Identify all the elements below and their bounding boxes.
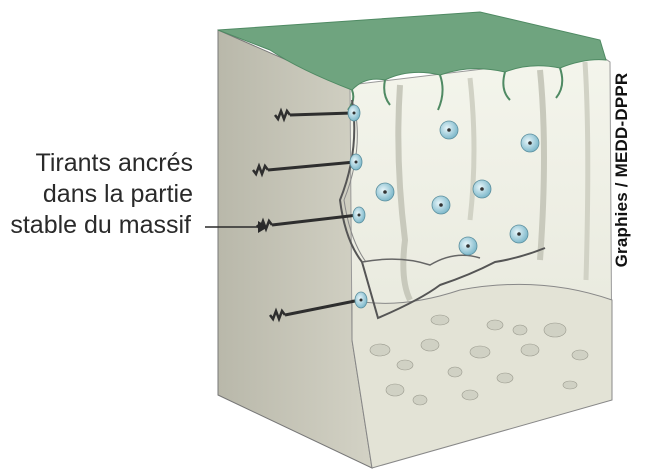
anchor-plate (520, 133, 540, 153)
fissure (537, 69, 547, 261)
anchor-plate (472, 179, 492, 199)
anchor-plate-tied (352, 206, 366, 224)
grass-top (217, 11, 607, 91)
tie-rod-end (252, 162, 269, 178)
anchor-plate (439, 120, 459, 140)
tie-rod (271, 213, 359, 227)
anchor-plate (509, 224, 529, 244)
tie-rod-end (269, 307, 286, 323)
anchor-plate (375, 182, 395, 202)
main-crack (338, 99, 546, 320)
tie-rod (267, 160, 356, 172)
fissure (395, 84, 413, 302)
anchor-plates (347, 104, 540, 309)
anchor-plate (458, 236, 478, 256)
tie-rod (284, 298, 361, 317)
label-line-1: Tirants ancrés (35, 149, 193, 177)
main-crack-shadow (343, 103, 367, 263)
fissure (467, 77, 477, 221)
tie-rods (252, 107, 361, 323)
fissure (582, 61, 591, 281)
tie-rod-end (274, 107, 291, 123)
label-line-3: stable du massif (10, 211, 191, 239)
rubble (369, 314, 589, 406)
label-arrow (205, 221, 268, 233)
rock-side-face (217, 29, 373, 469)
anchor-plate-tied (354, 291, 368, 309)
anchor-plate (431, 195, 451, 215)
anchor-plate-tied (347, 104, 361, 122)
tie-rod (289, 111, 353, 117)
anchor-plate-tied (349, 153, 363, 171)
secondary-crack (361, 254, 481, 266)
image-credit: Graphies / MEDD-DPPR (612, 72, 631, 268)
label-line-2: dans la partie (42, 180, 193, 208)
